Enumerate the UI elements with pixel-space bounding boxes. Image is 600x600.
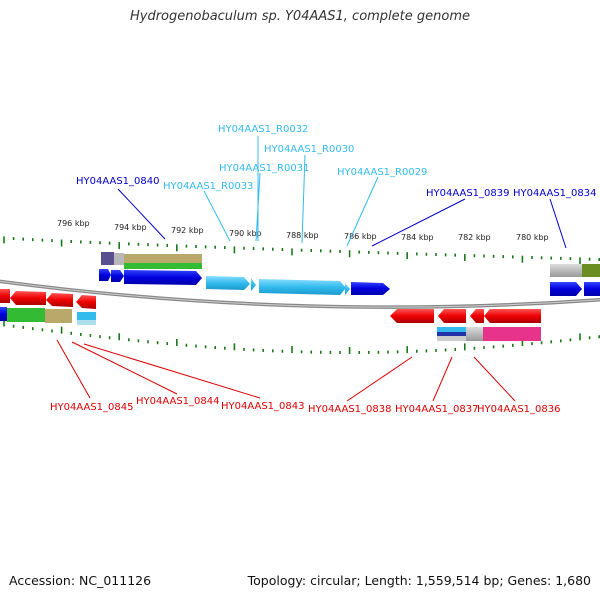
label-0838: HY04AAS1_0838	[308, 404, 391, 415]
gene-arrow-0844[interactable]	[76, 295, 96, 309]
leader-R0031	[255, 172, 261, 242]
gene-feature-0834-a[interactable]	[550, 264, 582, 277]
label-0845: HY04AAS1_0845	[50, 402, 133, 413]
map-title: Hydrogenobaculum sp. Y04AAS1, complete g…	[129, 9, 471, 24]
gene-arrow-0836[interactable]	[484, 309, 541, 323]
scale-label-780: 780 kbp	[516, 233, 549, 242]
gene-arrow-0839[interactable]	[351, 282, 390, 295]
gene-feature-0834-b[interactable]	[582, 264, 600, 277]
lower-scale-ticks	[3, 319, 600, 354]
label-0837: HY04AAS1_0837	[395, 404, 478, 415]
label-0836: HY04AAS1_0836	[477, 404, 560, 415]
gene-arrow-0845[interactable]	[46, 293, 73, 307]
accession-text: Accession: NC_011126	[9, 573, 152, 588]
label-0844: HY04AAS1_0844	[136, 396, 219, 407]
scale-label-796: 796 kbp	[57, 219, 90, 228]
gene-feature-0836-b[interactable]	[483, 327, 541, 341]
label-0840: HY04AAS1_0840	[76, 176, 159, 187]
scale-label-790: 790 kbp	[229, 229, 262, 238]
reverse-genes	[0, 289, 541, 341]
lower-gene-labels: HY04AAS1_0845 HY04AAS1_0844 HY04AAS1_084…	[50, 396, 560, 415]
leader-0840	[117, 188, 166, 240]
gene-feature-0844-a[interactable]	[45, 309, 72, 323]
gene-feature-0840-a[interactable]	[101, 252, 114, 265]
label-R0031: HY04AAS1_R0031	[219, 163, 309, 174]
gene-arrow-0833[interactable]	[584, 282, 600, 296]
label-R0029: HY04AAS1_R0029	[337, 167, 427, 178]
leader-0838	[346, 356, 413, 402]
leader-R0030	[301, 154, 306, 244]
forward-genes	[99, 252, 600, 296]
gene-feature-0837-a[interactable]	[437, 327, 466, 332]
gene-arrow-R0033[interactable]	[206, 276, 250, 290]
leader-0837	[432, 356, 453, 402]
leader-0839	[371, 198, 466, 247]
leader-0836	[473, 356, 516, 402]
gene-arrow-0837[interactable]	[438, 309, 466, 323]
scale-label-792: 792 kbp	[171, 226, 204, 235]
gene-arrow-0838[interactable]	[390, 309, 434, 323]
gene-feature-0837-b[interactable]	[437, 332, 466, 336]
gene-arrow-0847[interactable]	[0, 289, 10, 303]
gene-feature-0840-d[interactable]	[124, 263, 202, 269]
label-R0032: HY04AAS1_R0032	[218, 124, 308, 135]
genome-summary-text: Topology: circular; Length: 1,559,514 bp…	[247, 573, 591, 588]
scale-label-794: 794 kbp	[114, 223, 147, 232]
gene-feature-0840-b[interactable]	[114, 253, 124, 265]
gene-feature-0836-a[interactable]	[466, 327, 483, 341]
label-R0030: HY04AAS1_R0030	[264, 144, 354, 155]
scale-label-782: 782 kbp	[458, 233, 491, 242]
leader-R0033	[203, 190, 231, 242]
lower-leader-lines	[56, 339, 516, 402]
gene-arrow-R0029[interactable]	[345, 283, 350, 295]
gene-arrow-0834[interactable]	[550, 282, 582, 296]
scale-label-784: 784 kbp	[401, 233, 434, 242]
gene-arrow-0842[interactable]	[111, 270, 124, 282]
gene-arrow-R0031[interactable]	[251, 278, 256, 291]
label-0839: HY04AAS1_0839	[426, 188, 509, 199]
gene-arrow-0841[interactable]	[99, 269, 111, 281]
gene-arrow-0836-a[interactable]	[470, 309, 484, 323]
leader-0843	[83, 343, 261, 399]
gene-feature-0843-b[interactable]	[77, 320, 96, 325]
leader-R0029	[346, 176, 379, 247]
label-0843: HY04AAS1_0843	[221, 401, 304, 412]
scale-label-786: 786 kbp	[344, 232, 377, 241]
upper-leader-lines	[117, 136, 567, 249]
leader-0845	[56, 339, 91, 399]
gene-arrow-R0030[interactable]	[259, 279, 346, 295]
upper-scale-ticks	[3, 236, 600, 265]
gene-feature-0845-a[interactable]	[0, 307, 7, 321]
gene-arrow-0846[interactable]	[10, 291, 46, 305]
label-R0033: HY04AAS1_R0033	[163, 181, 253, 192]
gene-arrow-0840[interactable]	[124, 270, 202, 285]
upper-gene-labels: HY04AAS1_R0032 HY04AAS1_R0030 HY04AAS1_R…	[76, 124, 596, 199]
gene-feature-0845-b[interactable]	[7, 308, 45, 322]
label-0834: HY04AAS1_0834	[513, 188, 596, 199]
leader-0834	[549, 198, 567, 249]
leader-0844	[71, 341, 178, 395]
gene-feature-0837-c[interactable]	[437, 336, 466, 341]
gene-feature-0843-a[interactable]	[77, 312, 96, 320]
